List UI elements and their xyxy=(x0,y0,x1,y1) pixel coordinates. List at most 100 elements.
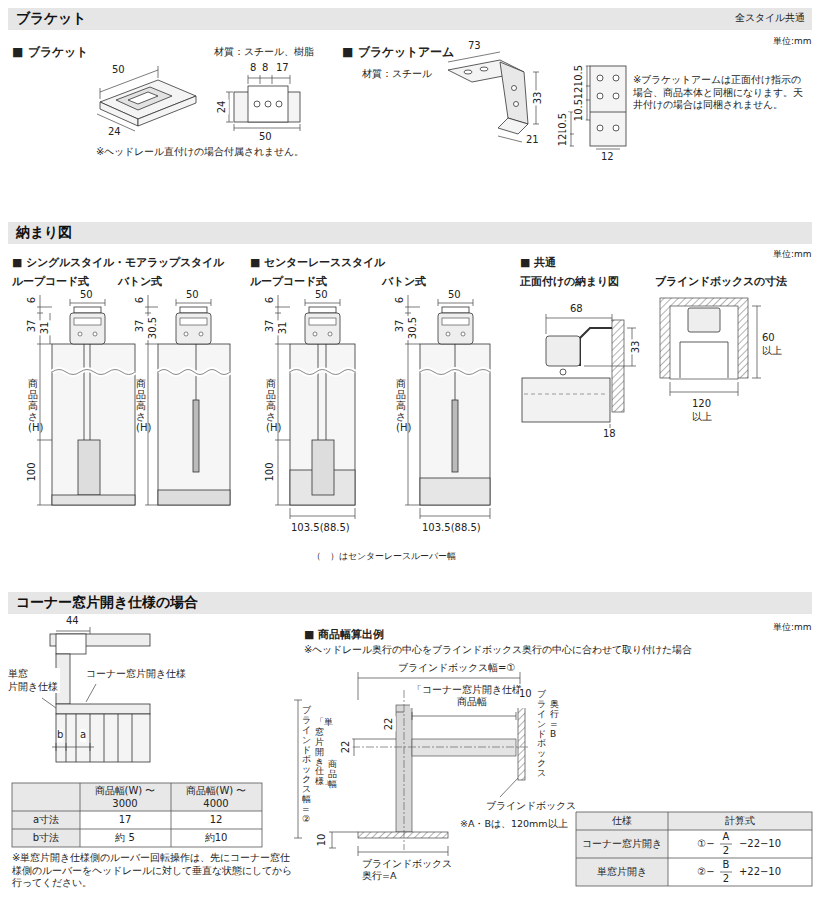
dimension-value: 6 xyxy=(394,296,407,304)
section-title: コーナー窓片開き仕様の場合 xyxy=(16,594,198,612)
annotation-text: ※ヘッドレール奥行の中心をブラインドボックス奥行の中心に合わせて取り付けた場合 xyxy=(304,644,692,657)
table-cell: ①− xyxy=(697,838,714,851)
dimension-value: 10 xyxy=(316,833,329,848)
table-cell: 12 xyxy=(210,814,223,827)
annotation-text: 50 xyxy=(315,289,328,302)
table-cell: 2 xyxy=(723,873,729,886)
section-title: 納まり図 xyxy=(16,224,72,242)
annotation-text: 50 xyxy=(80,289,93,302)
annotation-text: ■ 共通 xyxy=(520,256,556,270)
annotation-text: 正面付けの納まり図 xyxy=(520,275,619,289)
table-cell: 2 xyxy=(723,845,729,858)
annotation-text: 12 xyxy=(601,151,614,164)
table-cell: 単窓片開き xyxy=(597,866,647,879)
annotation-text: 103.5(88.5) xyxy=(291,522,350,535)
annotation-text: ※単窓片開き仕様側のルーバー回転操作は、先にコーナー窓仕様側のルーバーをヘッドレ… xyxy=(12,852,297,890)
table-cell: ②− xyxy=(697,866,714,879)
annotation-text: 18 xyxy=(603,428,616,441)
dimension-value: 33 xyxy=(532,91,545,106)
dimension-value: 30.5 xyxy=(147,316,160,340)
section-band: 納まり図 xyxy=(8,222,812,244)
annotation-text: バトン式 xyxy=(382,275,426,289)
table-cell: 商品幅(W) 〜4000 xyxy=(177,785,255,810)
vertical-label: 商品高さ(H) xyxy=(136,378,146,433)
dimension-value: 22 xyxy=(383,717,396,732)
annotation-text: 73 xyxy=(468,40,481,53)
table-cell: 全スタイル共通 xyxy=(735,12,805,25)
annotation-text: ブラインドボックス幅=① xyxy=(398,662,515,675)
dimension-value: 30.5 xyxy=(407,316,420,340)
dimension-value: 100 xyxy=(264,461,277,482)
dimension-value: 6 xyxy=(26,296,39,304)
dimension-value: 10.5 xyxy=(573,98,586,122)
annotation-text: 103.5(88.5) xyxy=(422,522,481,535)
table-cell: B xyxy=(723,859,730,872)
annotation-text: 8 xyxy=(250,62,256,75)
annotation-text: 120 以上 xyxy=(692,398,722,423)
table-cell: −22−10 xyxy=(739,838,781,851)
annotation-text: ※A・Bは、120mm以上 xyxy=(460,818,568,830)
annotation-text: 材質：スチール、樹脂 xyxy=(214,46,314,59)
dimension-value: 37 xyxy=(26,319,39,334)
annotation-text: ■ ブラケットアーム xyxy=(342,45,454,60)
section-band: ブラケット xyxy=(8,8,812,30)
annotation-text: ■ ブラケット xyxy=(12,45,88,60)
annotation-text: 8 xyxy=(262,62,268,75)
annotation-text: 50 xyxy=(259,131,272,144)
section-band: コーナー窓片開き仕様の場合 xyxy=(8,592,812,614)
annotation-text: 単位:mm xyxy=(773,36,812,47)
annotation-text: b xyxy=(57,729,63,742)
annotation-text: 50 xyxy=(448,289,461,302)
annotation-text: ループコード式 xyxy=(12,275,89,289)
annotation-text: 68 xyxy=(570,303,583,316)
annotation-text: 44 xyxy=(66,615,79,628)
dimension-value: 6 xyxy=(264,296,277,304)
dimension-value: 100 xyxy=(26,461,39,482)
annotation-text: 単位:mm xyxy=(773,622,812,633)
annotation-text: 60 以上 xyxy=(762,332,788,357)
annotation-text: 21 xyxy=(526,134,539,147)
annotation-text: ループコード式 xyxy=(250,275,327,289)
annotation-text: 材質：スチール xyxy=(362,68,432,81)
table-cell: a寸法 xyxy=(33,814,59,827)
annotation-text: 50 xyxy=(112,64,125,77)
vertical-label: 商品高さ(H) xyxy=(396,378,406,433)
annotation-text: ブラインドボックス 奥行=A xyxy=(362,858,454,882)
dimension-value: 6 xyxy=(134,296,147,304)
annotation-text: ■ シングルスタイル・モアラップスタイル xyxy=(12,256,224,270)
dimension-value: 31 xyxy=(277,321,290,336)
table-cell: 計算式 xyxy=(725,815,755,828)
vertical-label: 商品幅 xyxy=(328,760,337,790)
vertical-label: ブラインドボックス xyxy=(537,690,546,779)
table-cell: コーナー窓片開き xyxy=(582,838,662,851)
annotation-text: （ ）はセンターレースルーバー幅 xyxy=(312,551,456,562)
dimension-value: 37 xyxy=(134,319,147,334)
table-cell: 商品幅(W) 〜3000 xyxy=(86,785,164,810)
vertical-label: 奥行=B xyxy=(550,700,559,740)
table-cell: 17 xyxy=(119,814,132,827)
vertical-label: 商品高さ(H) xyxy=(266,378,276,433)
dimension-value: 24 xyxy=(216,100,229,115)
section-title: ブラケット xyxy=(16,10,86,28)
annotation-text: ※ブラケットアームは正面付け指示の場合、商品本体と同梱になります。天井付けの場合… xyxy=(633,74,811,112)
annotation-text: a xyxy=(80,729,86,742)
table-cell: b寸法 xyxy=(33,832,59,845)
annotation-text: 24 xyxy=(108,126,121,139)
annotation-text: バトン式 xyxy=(118,275,162,289)
annotation-text: コーナー窓片開き仕様 xyxy=(86,668,186,681)
vertical-label: 商品高さ(H) xyxy=(28,378,38,433)
vertical-label: ブラインドボックス幅=② xyxy=(302,706,311,825)
annotation-text: ■ 商品幅算出例 xyxy=(304,628,384,642)
annotation-text: ※ヘッドレール直付けの場合付属されません。 xyxy=(96,146,304,159)
table-cell: 約10 xyxy=(205,832,228,845)
annotation-text: 単位:mm xyxy=(773,249,812,260)
annotation-text: 17 xyxy=(276,62,289,75)
annotation-text: 10 xyxy=(519,688,532,701)
dimension-value: 12 xyxy=(557,133,570,148)
dimension-value: 22 xyxy=(340,740,353,755)
annotation-text: ブラインドボックス xyxy=(486,800,576,812)
annotation-text: ブラインドボックスの寸法 xyxy=(655,275,787,289)
dimension-value: 10.5 xyxy=(573,64,586,88)
